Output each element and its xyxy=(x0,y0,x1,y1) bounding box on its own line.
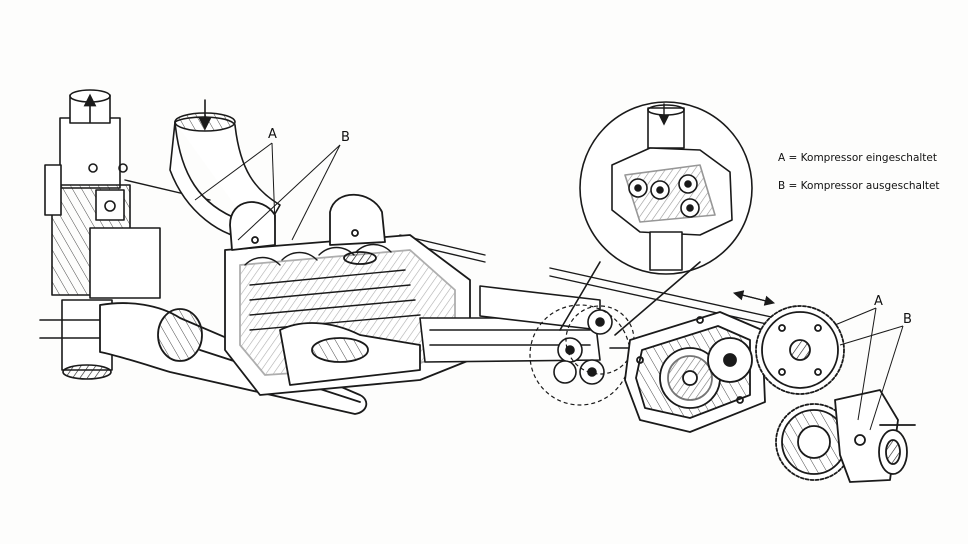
supercharger-housing xyxy=(224,193,471,396)
detail-inset xyxy=(559,101,753,336)
left-callout-leaders xyxy=(194,142,341,241)
callout-a-right: A xyxy=(874,294,883,309)
carburettor-assembly xyxy=(39,89,161,380)
shift-direction-arrow-icon xyxy=(732,290,776,306)
legend-line-a: A = Kompressor eingeschaltet xyxy=(778,152,938,164)
callout-b-right: B xyxy=(903,312,912,327)
callout-a-left: A xyxy=(268,127,277,142)
right-callout-leaders xyxy=(834,307,904,431)
legend-line-b: B = Kompressor ausgeschaltet xyxy=(778,180,940,192)
callout-b-left: B xyxy=(341,130,350,145)
drive-gears xyxy=(755,305,916,483)
gear-housing xyxy=(624,311,766,433)
rotor-shafts xyxy=(419,285,639,385)
